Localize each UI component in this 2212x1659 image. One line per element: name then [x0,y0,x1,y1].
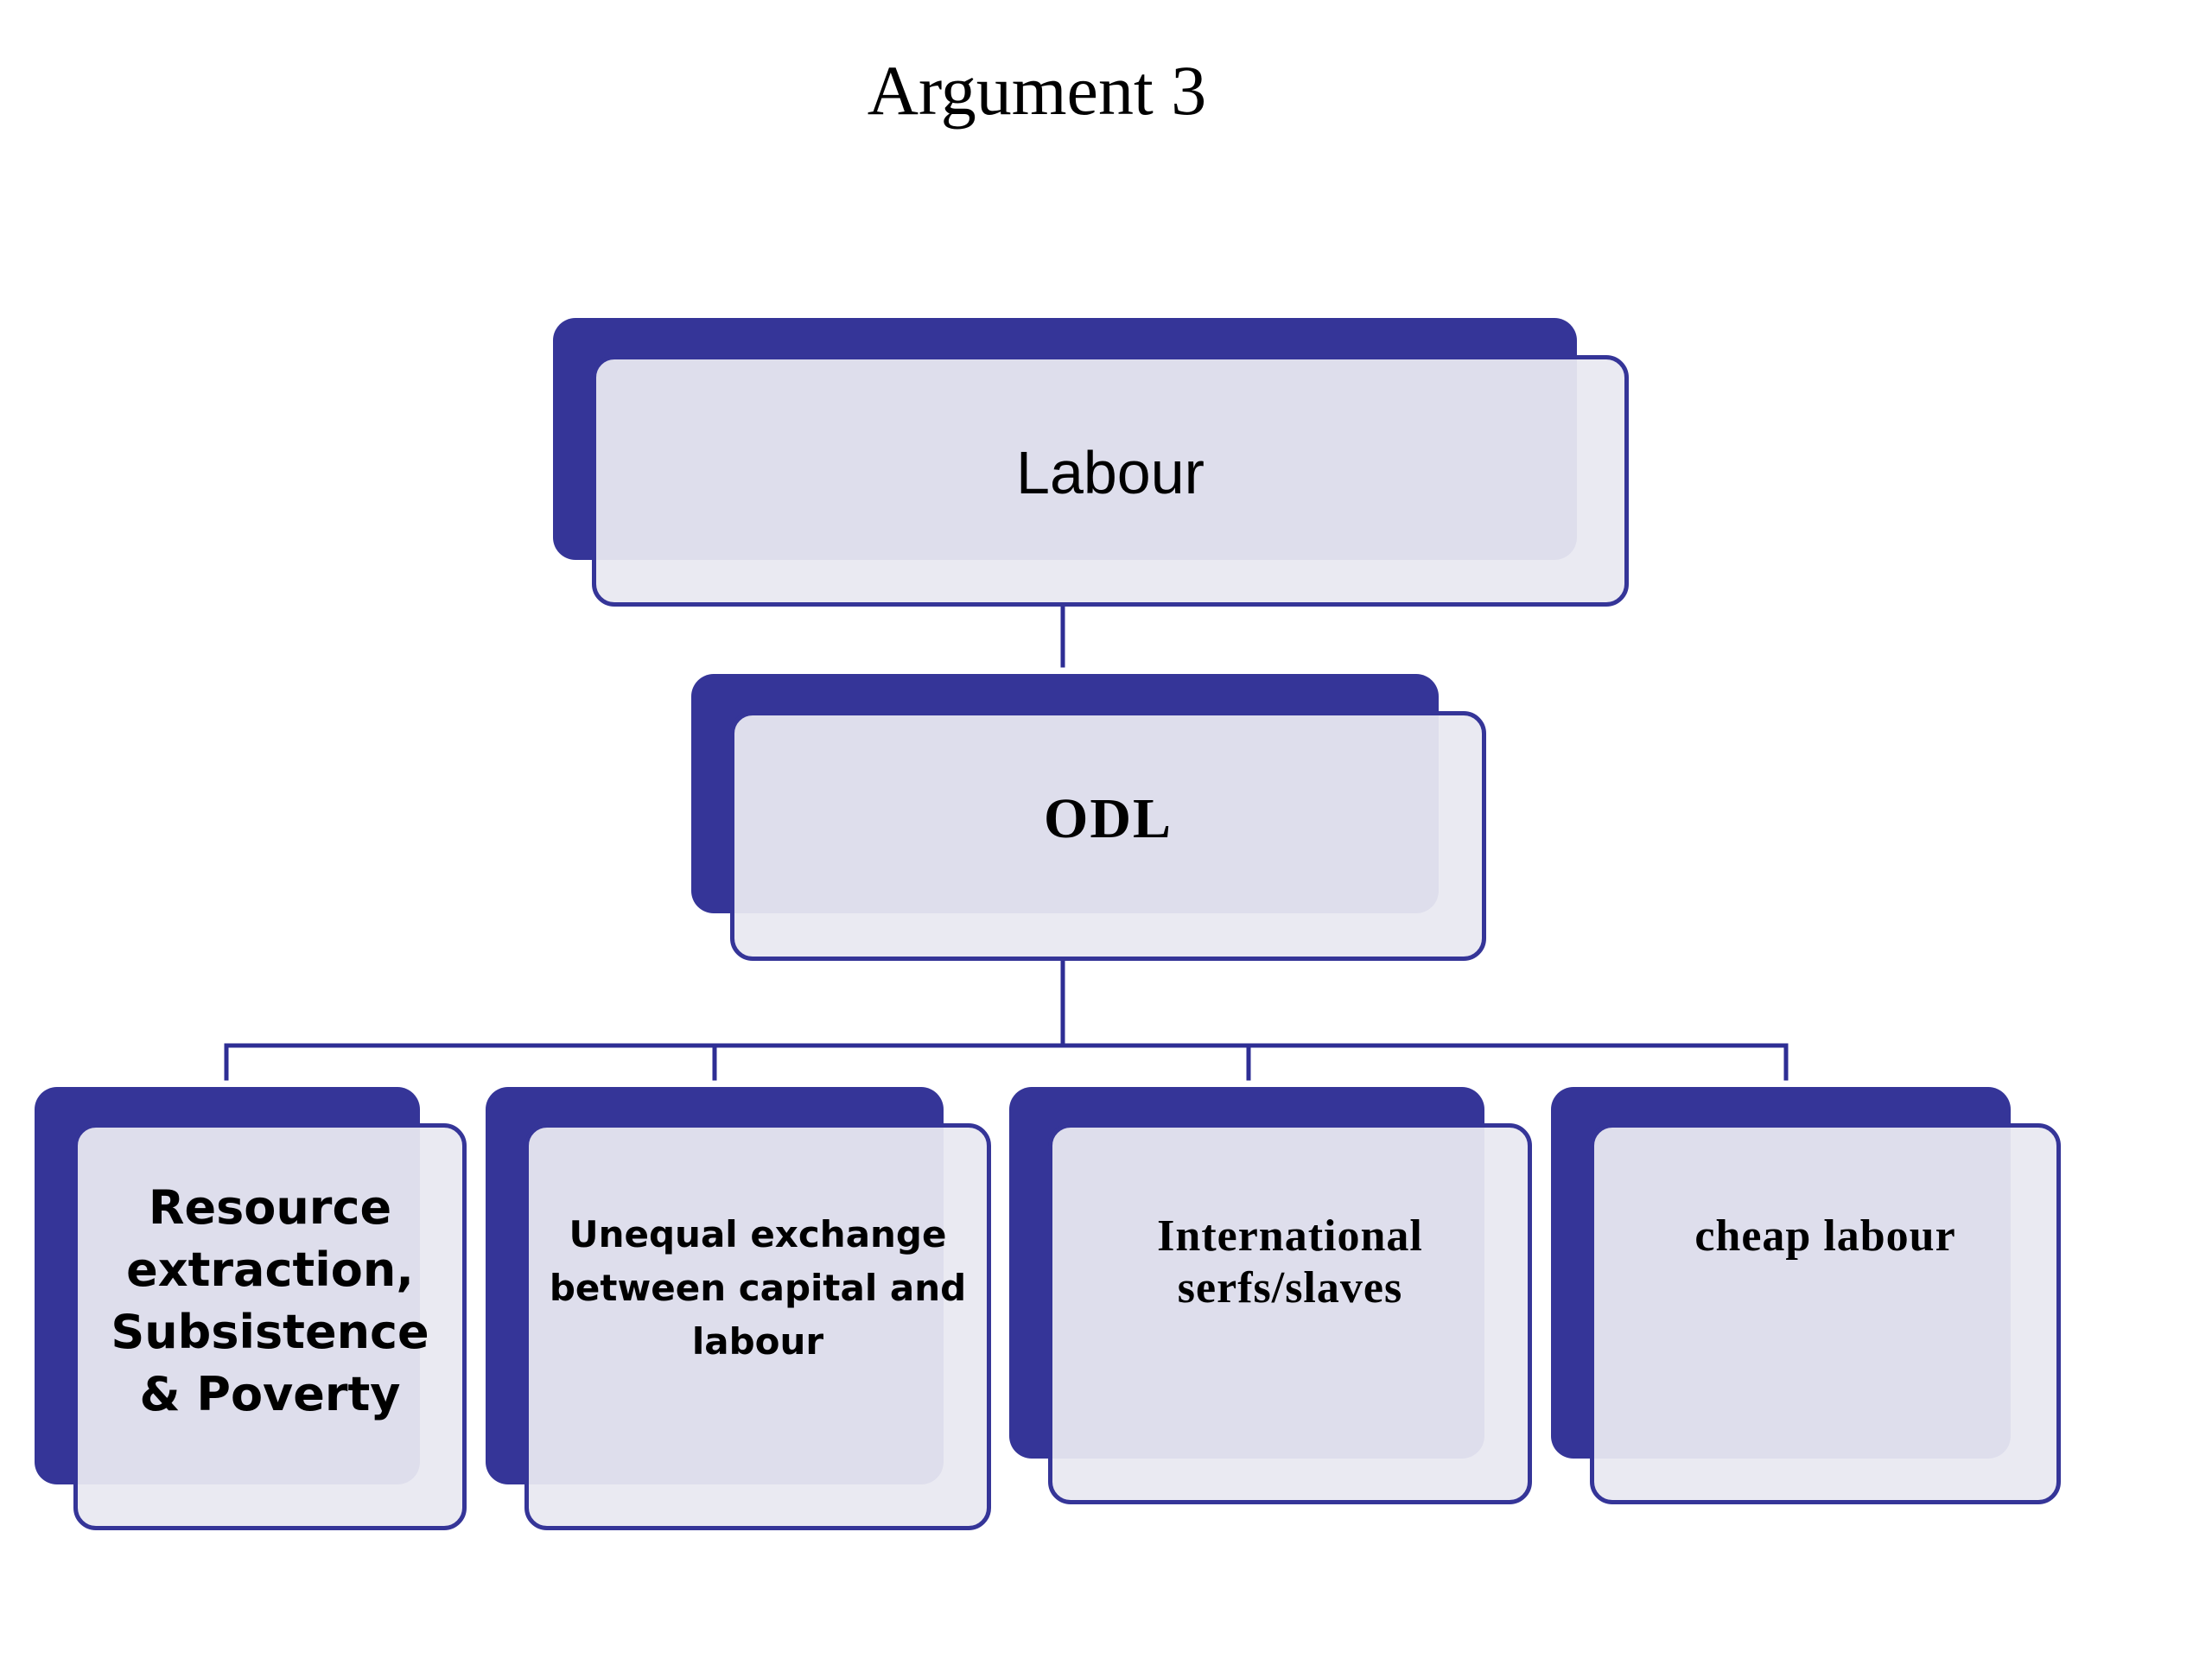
node-unequal-exchange-label: Unequal exchange between capital and lab… [549,1212,967,1363]
node-labour-box: Labour [592,355,1629,607]
node-resource-extraction: Resource extraction, Subsistence & Pover… [35,1087,467,1530]
node-resource-extraction-box: Resource extraction, Subsistence & Pover… [73,1123,467,1530]
node-odl-label: ODL [1043,786,1173,850]
node-labour-label: Labour [1016,438,1205,506]
node-international-serfs-label: International serfs/slaves [1157,1211,1423,1313]
node-cheap-labour-label: cheap labour [1694,1211,1956,1261]
node-odl-box: ODL [730,711,1486,961]
node-cheap-labour-box: cheap labour [1590,1123,2061,1504]
node-unequal-exchange: Unequal exchange between capital and lab… [486,1087,991,1530]
node-cheap-labour: cheap labour [1551,1087,2061,1504]
node-international-serfs-box: International serfs/slaves [1048,1123,1532,1504]
node-resource-extraction-label: Resource extraction, Subsistence & Pover… [111,1179,429,1421]
node-labour: Labour [553,318,1629,607]
node-international-serfs: International serfs/slaves [1009,1087,1532,1504]
diagram-title: Argument 3 [867,51,1207,130]
node-odl: ODL [691,674,1486,961]
node-unequal-exchange-box: Unequal exchange between capital and lab… [524,1123,991,1530]
